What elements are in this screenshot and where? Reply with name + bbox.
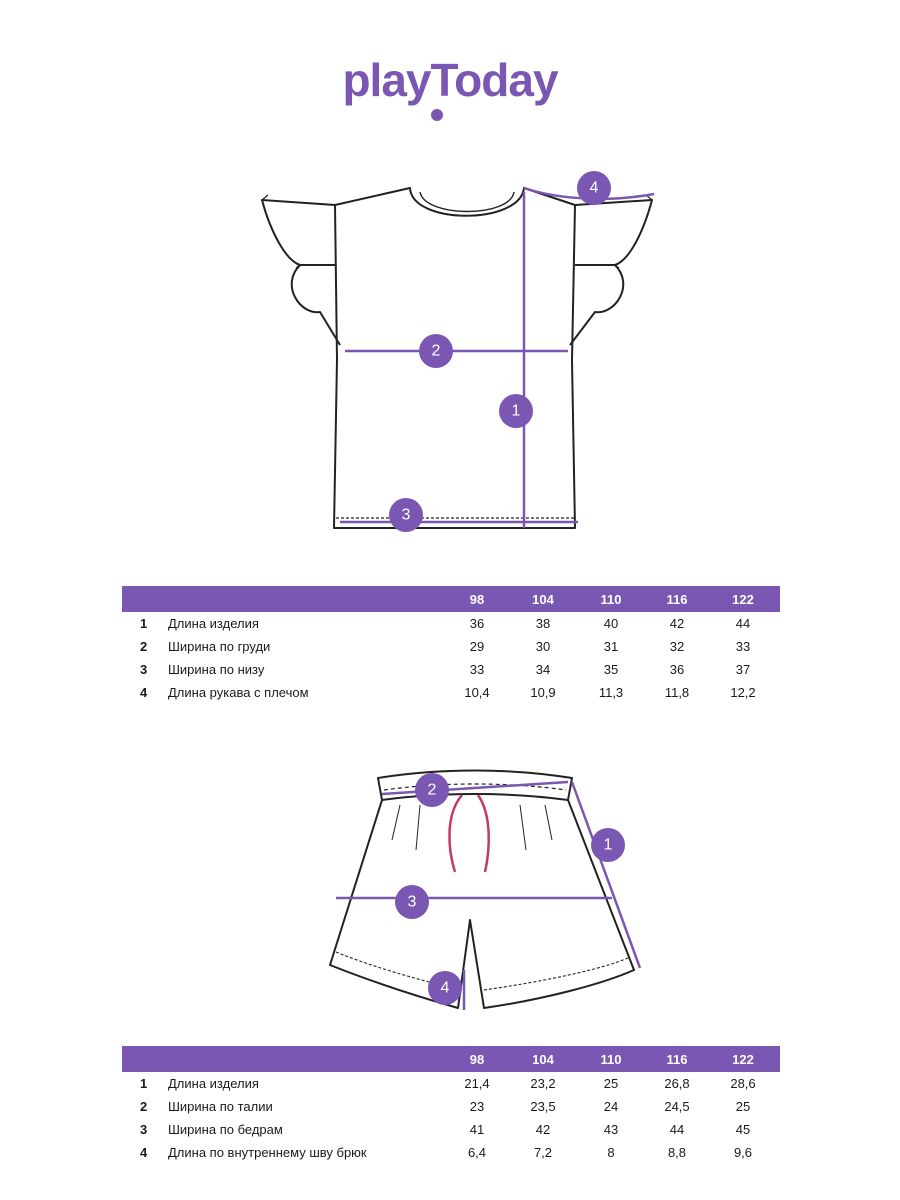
table-row: 4 Длина рукава с плечом 10,4 10,9 11,3 1…	[122, 681, 780, 704]
cell: 9,6	[733, 1145, 753, 1160]
cell: 31	[603, 639, 619, 654]
size-col: 116	[666, 1052, 688, 1067]
cell: 43	[603, 1122, 619, 1137]
row-number: 1	[140, 1076, 148, 1091]
cell: 30	[535, 639, 551, 654]
row-number: 3	[140, 662, 148, 677]
cell: 28,6	[730, 1076, 756, 1091]
cell: 10,4	[464, 685, 490, 700]
row-number: 2	[140, 1099, 148, 1114]
shorts-diagram: 1 2 3 4	[329, 769, 642, 1010]
marker-2-badge	[415, 773, 449, 807]
cell: 36	[669, 662, 685, 677]
marker-4-label: 4	[441, 980, 450, 997]
cell: 8	[607, 1145, 615, 1160]
size-col: 104	[532, 592, 554, 607]
size-header: 98 104 110 116 122	[122, 586, 780, 612]
cell: 8,8	[667, 1145, 687, 1160]
marker-3-label: 3	[408, 894, 417, 911]
cell: 40	[603, 616, 619, 631]
shorts-size-table: 98 104 110 116 122 1 Длина изделия 21,4 …	[122, 1046, 780, 1164]
table-row: 1 Длина изделия 21,4 23,2 25 26,8 28,6	[122, 1072, 780, 1095]
cell: 29	[469, 639, 485, 654]
marker-1-badge	[591, 828, 625, 862]
cell: 37	[735, 662, 751, 677]
row-label: Ширина по талии	[168, 1099, 273, 1114]
marker-2-label: 2	[432, 343, 441, 360]
cell: 44	[669, 1122, 685, 1137]
cell: 45	[735, 1122, 751, 1137]
marker-4-badge	[428, 971, 462, 1005]
cell: 7,2	[533, 1145, 553, 1160]
size-col: 110	[600, 592, 622, 607]
table-row: 3 Ширина по низу 33 34 35 36 37	[122, 658, 780, 681]
cell: 33	[735, 639, 751, 654]
cell: 32	[669, 639, 685, 654]
svg-text:playToday: playToday	[342, 54, 559, 106]
size-col: 104	[532, 1052, 554, 1067]
row-number: 2	[140, 639, 148, 654]
row-number: 4	[140, 1145, 148, 1160]
table-row: 2 Ширина по талии 23 23,5 24 24,5 25	[122, 1095, 780, 1118]
marker-3-badge	[389, 498, 423, 532]
cell: 41	[469, 1122, 485, 1137]
cell: 33	[469, 662, 485, 677]
cell: 35	[603, 662, 619, 677]
cell: 11,3	[598, 685, 624, 700]
table-row: 4 Длина по внутреннему шву брюк 6,4 7,2 …	[122, 1141, 780, 1164]
marker-2-badge	[419, 334, 453, 368]
size-col: 98	[469, 1052, 485, 1067]
row-number: 1	[140, 616, 148, 631]
marker-1-label: 1	[604, 837, 613, 854]
cell: 6,4	[467, 1145, 487, 1160]
row-label: Ширина по бедрам	[168, 1122, 283, 1137]
size-col: 98	[469, 592, 485, 607]
cell: 10,9	[530, 685, 556, 700]
row-label: Длина по внутреннему шву брюк	[168, 1145, 367, 1160]
tshirt-diagram: 1 2 3 4	[261, 171, 655, 532]
playtoday-logo: playToday	[342, 54, 560, 121]
cell: 12,2	[730, 685, 756, 700]
cell: 24,5	[664, 1099, 690, 1114]
cell: 23,2	[530, 1076, 556, 1091]
cell: 38	[535, 616, 551, 631]
row-label: Длина изделия	[168, 616, 259, 631]
size-col: 122	[732, 1052, 754, 1067]
size-col: 122	[732, 592, 754, 607]
row-label: Ширина по груди	[168, 639, 271, 654]
size-header: 98 104 110 116 122	[122, 1046, 780, 1072]
row-label: Длина изделия	[168, 1076, 259, 1091]
cell: 11,8	[664, 685, 690, 700]
cell: 23	[469, 1099, 485, 1114]
cell: 34	[535, 662, 551, 677]
row-number: 4	[140, 685, 148, 700]
table-row: 3 Ширина по бедрам 41 42 43 44 45	[122, 1118, 780, 1141]
cell: 42	[669, 616, 685, 631]
marker-1-label: 1	[512, 403, 521, 420]
marker-4-badge	[577, 171, 611, 205]
marker-4-label: 4	[590, 180, 599, 197]
row-label: Длина рукава с плечом	[168, 685, 309, 700]
tshirt-size-table: 98 104 110 116 122 1 Длина изделия 36 38…	[122, 586, 780, 704]
marker-3-label: 3	[402, 507, 411, 524]
row-label: Ширина по низу	[168, 662, 265, 677]
row-number: 3	[140, 1122, 148, 1137]
marker-3-badge	[395, 885, 429, 919]
cell: 44	[735, 616, 751, 631]
cell: 25	[735, 1099, 751, 1114]
marker-2-label: 2	[428, 782, 437, 799]
table-row: 1 Длина изделия 36 38 40 42 44	[122, 612, 780, 635]
cell: 26,8	[664, 1076, 690, 1091]
cell: 25	[603, 1076, 619, 1091]
size-col: 110	[600, 1052, 622, 1067]
cell: 21,4	[464, 1076, 490, 1091]
cell: 23,5	[530, 1099, 556, 1114]
cell: 42	[535, 1122, 551, 1137]
size-col: 116	[666, 592, 688, 607]
marker-1-badge	[499, 394, 533, 428]
cell: 24	[603, 1099, 619, 1114]
table-row: 2 Ширина по груди 29 30 31 32 33	[122, 635, 780, 658]
cell: 36	[469, 616, 485, 631]
